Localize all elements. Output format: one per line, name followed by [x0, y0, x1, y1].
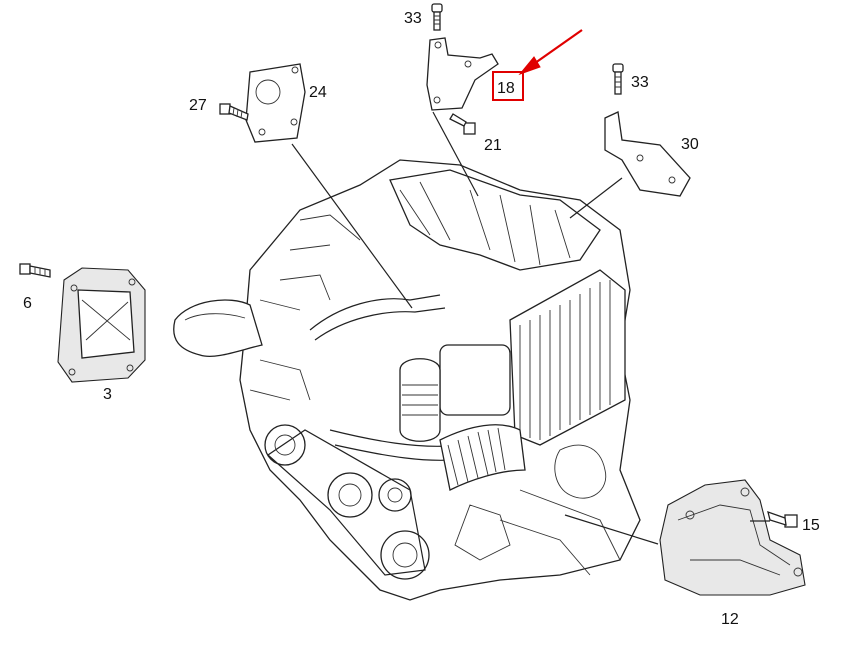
- part-3-cover[interactable]: [57, 267, 146, 383]
- part-15-bolt[interactable]: [767, 510, 798, 528]
- part-30-bracket[interactable]: [604, 111, 691, 197]
- leader-lines: [291, 111, 770, 545]
- engine-assembly: [173, 159, 641, 601]
- part-27-bolt[interactable]: [219, 103, 249, 121]
- callout-33-top[interactable]: 33: [404, 10, 422, 27]
- part-33-stud-right[interactable]: [612, 63, 624, 95]
- highlight-box-18: [492, 71, 524, 101]
- part-18-bracket[interactable]: [426, 37, 499, 111]
- pulley-2: [327, 472, 373, 518]
- callout-30[interactable]: 30: [681, 136, 699, 153]
- part-6-bolt[interactable]: [19, 263, 51, 278]
- intake-pipe: [173, 299, 263, 357]
- callout-labels: 33 24 27 21 33 30 6 3 15 12 18: [23, 10, 820, 628]
- part-33-stud-top[interactable]: [431, 3, 443, 31]
- callout-24[interactable]: 24: [309, 84, 327, 101]
- part-24-bracket[interactable]: [245, 63, 306, 143]
- intake-manifold: [389, 169, 601, 271]
- callout-33-right[interactable]: 33: [631, 74, 649, 91]
- highlight-arrow: [518, 29, 583, 76]
- callout-21[interactable]: 21: [484, 137, 502, 154]
- pulley-4: [378, 478, 412, 512]
- callout-3[interactable]: 3: [103, 386, 112, 403]
- pulley-3: [380, 530, 430, 580]
- callout-6[interactable]: 6: [23, 295, 32, 312]
- callout-15[interactable]: 15: [802, 517, 820, 534]
- callout-18[interactable]: 18: [497, 80, 515, 97]
- pulley-1: [264, 424, 306, 466]
- callout-12[interactable]: 12: [721, 611, 739, 628]
- oil-filter-housing: [439, 344, 511, 416]
- part-21-bolt[interactable]: [449, 113, 476, 135]
- callout-27[interactable]: 27: [189, 97, 207, 114]
- part-12-mount[interactable]: [659, 479, 806, 596]
